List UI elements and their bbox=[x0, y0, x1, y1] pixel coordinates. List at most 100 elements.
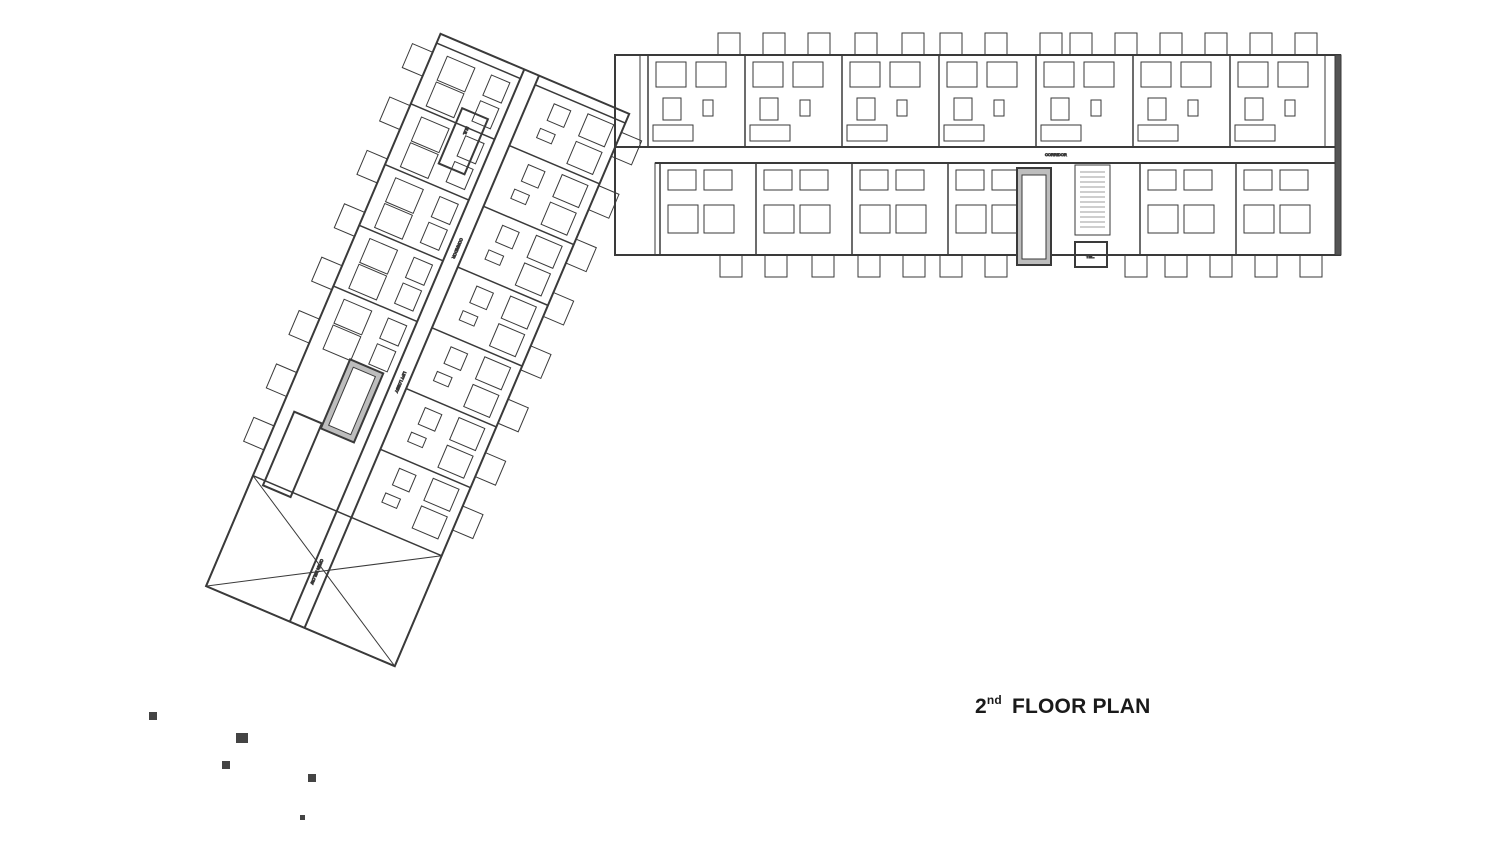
bed bbox=[488, 323, 526, 358]
balcony bbox=[451, 505, 484, 540]
ele-label: ELE. bbox=[462, 126, 470, 136]
bed bbox=[792, 61, 824, 88]
east-wing: CORRIDOR TEL. bbox=[614, 32, 1342, 278]
balcony bbox=[854, 32, 878, 56]
kitchen bbox=[943, 124, 985, 142]
balcony bbox=[333, 203, 366, 237]
bathroom bbox=[799, 169, 829, 191]
title-suffix: nd bbox=[986, 693, 1002, 707]
dining-table bbox=[381, 492, 402, 510]
bathroom bbox=[393, 282, 423, 312]
bathroom bbox=[368, 343, 397, 373]
balcony bbox=[984, 32, 1008, 56]
south-stair bbox=[261, 410, 324, 499]
bed bbox=[1043, 61, 1075, 88]
bathroom bbox=[404, 256, 434, 286]
unit-partition bbox=[509, 144, 600, 185]
balcony bbox=[807, 32, 831, 56]
bathroom bbox=[1279, 169, 1309, 191]
kitchen bbox=[652, 124, 694, 142]
bathroom bbox=[443, 346, 469, 372]
bed bbox=[1237, 61, 1269, 88]
balcony bbox=[1254, 254, 1278, 278]
kitchen bbox=[1234, 124, 1276, 142]
bed bbox=[437, 444, 474, 479]
bathroom bbox=[1147, 169, 1177, 191]
bed bbox=[500, 295, 538, 330]
bathroom bbox=[859, 169, 889, 191]
balcony bbox=[1209, 254, 1233, 278]
dining-table bbox=[702, 99, 714, 117]
bathroom bbox=[471, 100, 500, 130]
balcony bbox=[1159, 32, 1183, 56]
east-stair-treads bbox=[1080, 171, 1105, 228]
dining-table bbox=[896, 99, 908, 117]
south-wing: LIFT LOBBY CORRIDOR OPEN BELOW ELE. bbox=[204, 32, 643, 668]
bathroom bbox=[955, 169, 985, 191]
bed bbox=[1279, 204, 1311, 234]
balcony bbox=[497, 398, 529, 433]
unit-partition bbox=[436, 42, 521, 80]
bed bbox=[423, 477, 460, 512]
balcony bbox=[811, 254, 835, 278]
bed bbox=[849, 61, 881, 88]
kitchen bbox=[1040, 124, 1082, 142]
bathroom bbox=[991, 169, 1021, 191]
north-unit-row bbox=[639, 54, 1326, 148]
bathroom bbox=[953, 97, 973, 121]
bed bbox=[667, 204, 699, 234]
dining-table bbox=[406, 431, 427, 449]
dining-table bbox=[1284, 99, 1296, 117]
bathroom bbox=[417, 406, 443, 432]
title-number: 2 bbox=[975, 695, 987, 718]
bathroom bbox=[763, 169, 793, 191]
balcony bbox=[242, 416, 275, 451]
east-units bbox=[322, 42, 521, 373]
bed bbox=[359, 237, 399, 275]
north-units bbox=[647, 55, 1309, 147]
dining-table bbox=[510, 188, 531, 206]
bed bbox=[655, 61, 687, 88]
bed bbox=[1083, 61, 1115, 88]
unit-partition bbox=[457, 266, 549, 307]
tel-label: TEL. bbox=[1086, 254, 1094, 259]
open-below-diag-2 bbox=[252, 475, 396, 667]
bed bbox=[552, 173, 589, 209]
dining-table bbox=[484, 249, 505, 267]
unit-partition bbox=[384, 163, 470, 201]
balcony bbox=[1249, 32, 1273, 56]
kitchen bbox=[1137, 124, 1179, 142]
bathroom bbox=[469, 285, 495, 311]
stair-2 bbox=[437, 106, 490, 176]
balcony bbox=[356, 149, 389, 184]
bed bbox=[955, 204, 987, 234]
dining-table bbox=[458, 310, 479, 327]
bathroom bbox=[391, 467, 417, 493]
bed bbox=[1147, 204, 1179, 234]
bed bbox=[425, 81, 465, 119]
bed bbox=[577, 113, 615, 148]
bed bbox=[373, 202, 414, 240]
south-core-lift-inner bbox=[328, 366, 377, 436]
balcony bbox=[1299, 254, 1323, 278]
dining-table bbox=[535, 127, 556, 145]
balcony bbox=[265, 363, 298, 398]
balcony bbox=[1039, 32, 1063, 56]
bathroom bbox=[482, 74, 511, 104]
floor-plan-title: 2nd FLOOR PLAN bbox=[975, 693, 1150, 719]
bathroom bbox=[494, 224, 520, 250]
title-text: FLOOR PLAN bbox=[1011, 695, 1151, 718]
bed bbox=[411, 505, 448, 540]
balcony bbox=[901, 32, 925, 56]
balcony bbox=[401, 42, 434, 77]
bed bbox=[399, 142, 439, 180]
bathroom bbox=[445, 160, 474, 191]
bed bbox=[322, 324, 362, 362]
bed bbox=[384, 177, 424, 215]
balcony bbox=[1294, 32, 1318, 56]
unit-partition bbox=[483, 205, 575, 246]
corridor-wall-b bbox=[288, 68, 526, 623]
bed bbox=[889, 61, 921, 88]
east-stair bbox=[1074, 164, 1111, 236]
